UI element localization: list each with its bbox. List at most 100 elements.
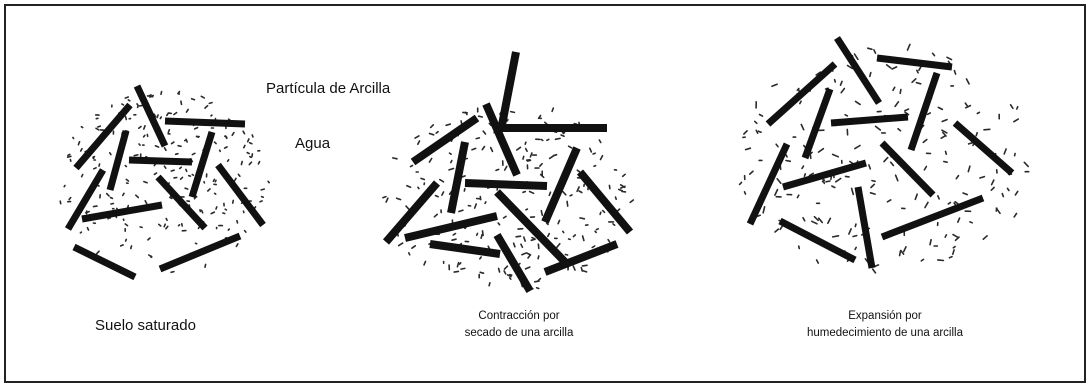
water-speck (464, 111, 468, 116)
water-speck (771, 83, 778, 88)
water-speck (1009, 104, 1014, 110)
water-speck (581, 269, 588, 273)
water-speck (976, 111, 981, 115)
clay-particle (782, 159, 867, 191)
water-speck (520, 243, 524, 248)
water-speck (515, 235, 522, 238)
water-speck (68, 196, 72, 201)
water-speck (163, 147, 167, 152)
water-speck (218, 149, 221, 153)
water-speck (210, 211, 216, 215)
water-speck (561, 190, 567, 196)
water-speck (813, 215, 820, 222)
water-speck (139, 226, 143, 229)
water-speck (409, 164, 414, 168)
water-speck (948, 255, 953, 259)
water-speck (63, 184, 66, 188)
water-speck (629, 199, 635, 204)
water-speck (158, 223, 162, 227)
water-speck (191, 152, 196, 156)
water-speck (557, 219, 561, 225)
water-speck (776, 178, 782, 184)
water-speck (127, 99, 131, 102)
water-speck (581, 235, 585, 242)
caption-shrinkage-line1: Contracción por (478, 310, 560, 322)
water-speck (762, 206, 766, 214)
water-speck (931, 52, 936, 57)
clay-particle (778, 217, 857, 264)
water-speck (453, 270, 460, 273)
water-speck (184, 187, 189, 190)
water-speck (66, 155, 72, 158)
water-speck (142, 134, 146, 138)
water-speck (497, 267, 501, 273)
water-speck (246, 151, 250, 155)
water-speck (539, 162, 543, 167)
water-speck (428, 157, 433, 163)
water-speck (947, 201, 952, 205)
water-speck (527, 254, 531, 259)
water-speck (488, 281, 491, 287)
water-speck (738, 181, 743, 186)
water-speck (240, 160, 243, 166)
water-speck (124, 130, 130, 133)
clay-particle (493, 232, 534, 294)
water-speck (743, 191, 747, 195)
water-speck (868, 164, 872, 170)
water-speck (983, 128, 991, 131)
water-speck (952, 233, 959, 238)
clay-particle (404, 212, 498, 242)
legend-water: Agua (295, 135, 331, 152)
water-speck (944, 150, 948, 155)
water-speck (130, 245, 133, 250)
water-speck (953, 69, 957, 75)
water-speck (546, 232, 551, 238)
water-speck (136, 103, 139, 107)
water-speck (138, 143, 141, 146)
water-speck (591, 245, 596, 249)
water-speck (785, 159, 792, 163)
water-speck (477, 115, 484, 118)
water-speck (138, 104, 144, 107)
water-speck (495, 168, 500, 172)
water-speck (471, 147, 477, 151)
water-speck (866, 47, 873, 51)
water-speck (817, 217, 824, 224)
water-speck (85, 210, 90, 214)
water-speck (479, 271, 485, 275)
water-speck (208, 101, 213, 105)
water-speck (941, 131, 947, 137)
water-speck (525, 208, 529, 211)
water-speck (612, 223, 616, 226)
water-speck (808, 151, 813, 156)
water-speck (407, 252, 411, 256)
water-speck (423, 260, 427, 266)
water-speck (249, 155, 252, 159)
water-speck (515, 146, 522, 151)
water-speck (193, 126, 199, 130)
water-speck (497, 222, 501, 226)
water-speck (870, 183, 876, 189)
water-speck (456, 261, 460, 268)
caption-shrinkage-line2: secado de una arcilla (464, 327, 574, 339)
water-speck (594, 230, 598, 234)
water-speck (153, 113, 157, 118)
water-speck (524, 266, 531, 270)
water-speck (438, 178, 445, 183)
water-speck (601, 209, 606, 214)
water-speck (854, 246, 858, 251)
water-speck (530, 238, 536, 242)
water-speck (170, 270, 175, 274)
water-speck (803, 173, 807, 177)
water-speck (243, 144, 246, 149)
water-speck (940, 135, 946, 139)
clay-particle (106, 130, 130, 191)
water-speck (621, 173, 626, 178)
water-speck (214, 179, 217, 183)
water-speck (259, 200, 263, 203)
water-speck (478, 256, 483, 260)
water-speck (475, 137, 481, 140)
water-speck (755, 129, 759, 134)
water-speck (165, 225, 169, 230)
water-speck (154, 145, 160, 148)
